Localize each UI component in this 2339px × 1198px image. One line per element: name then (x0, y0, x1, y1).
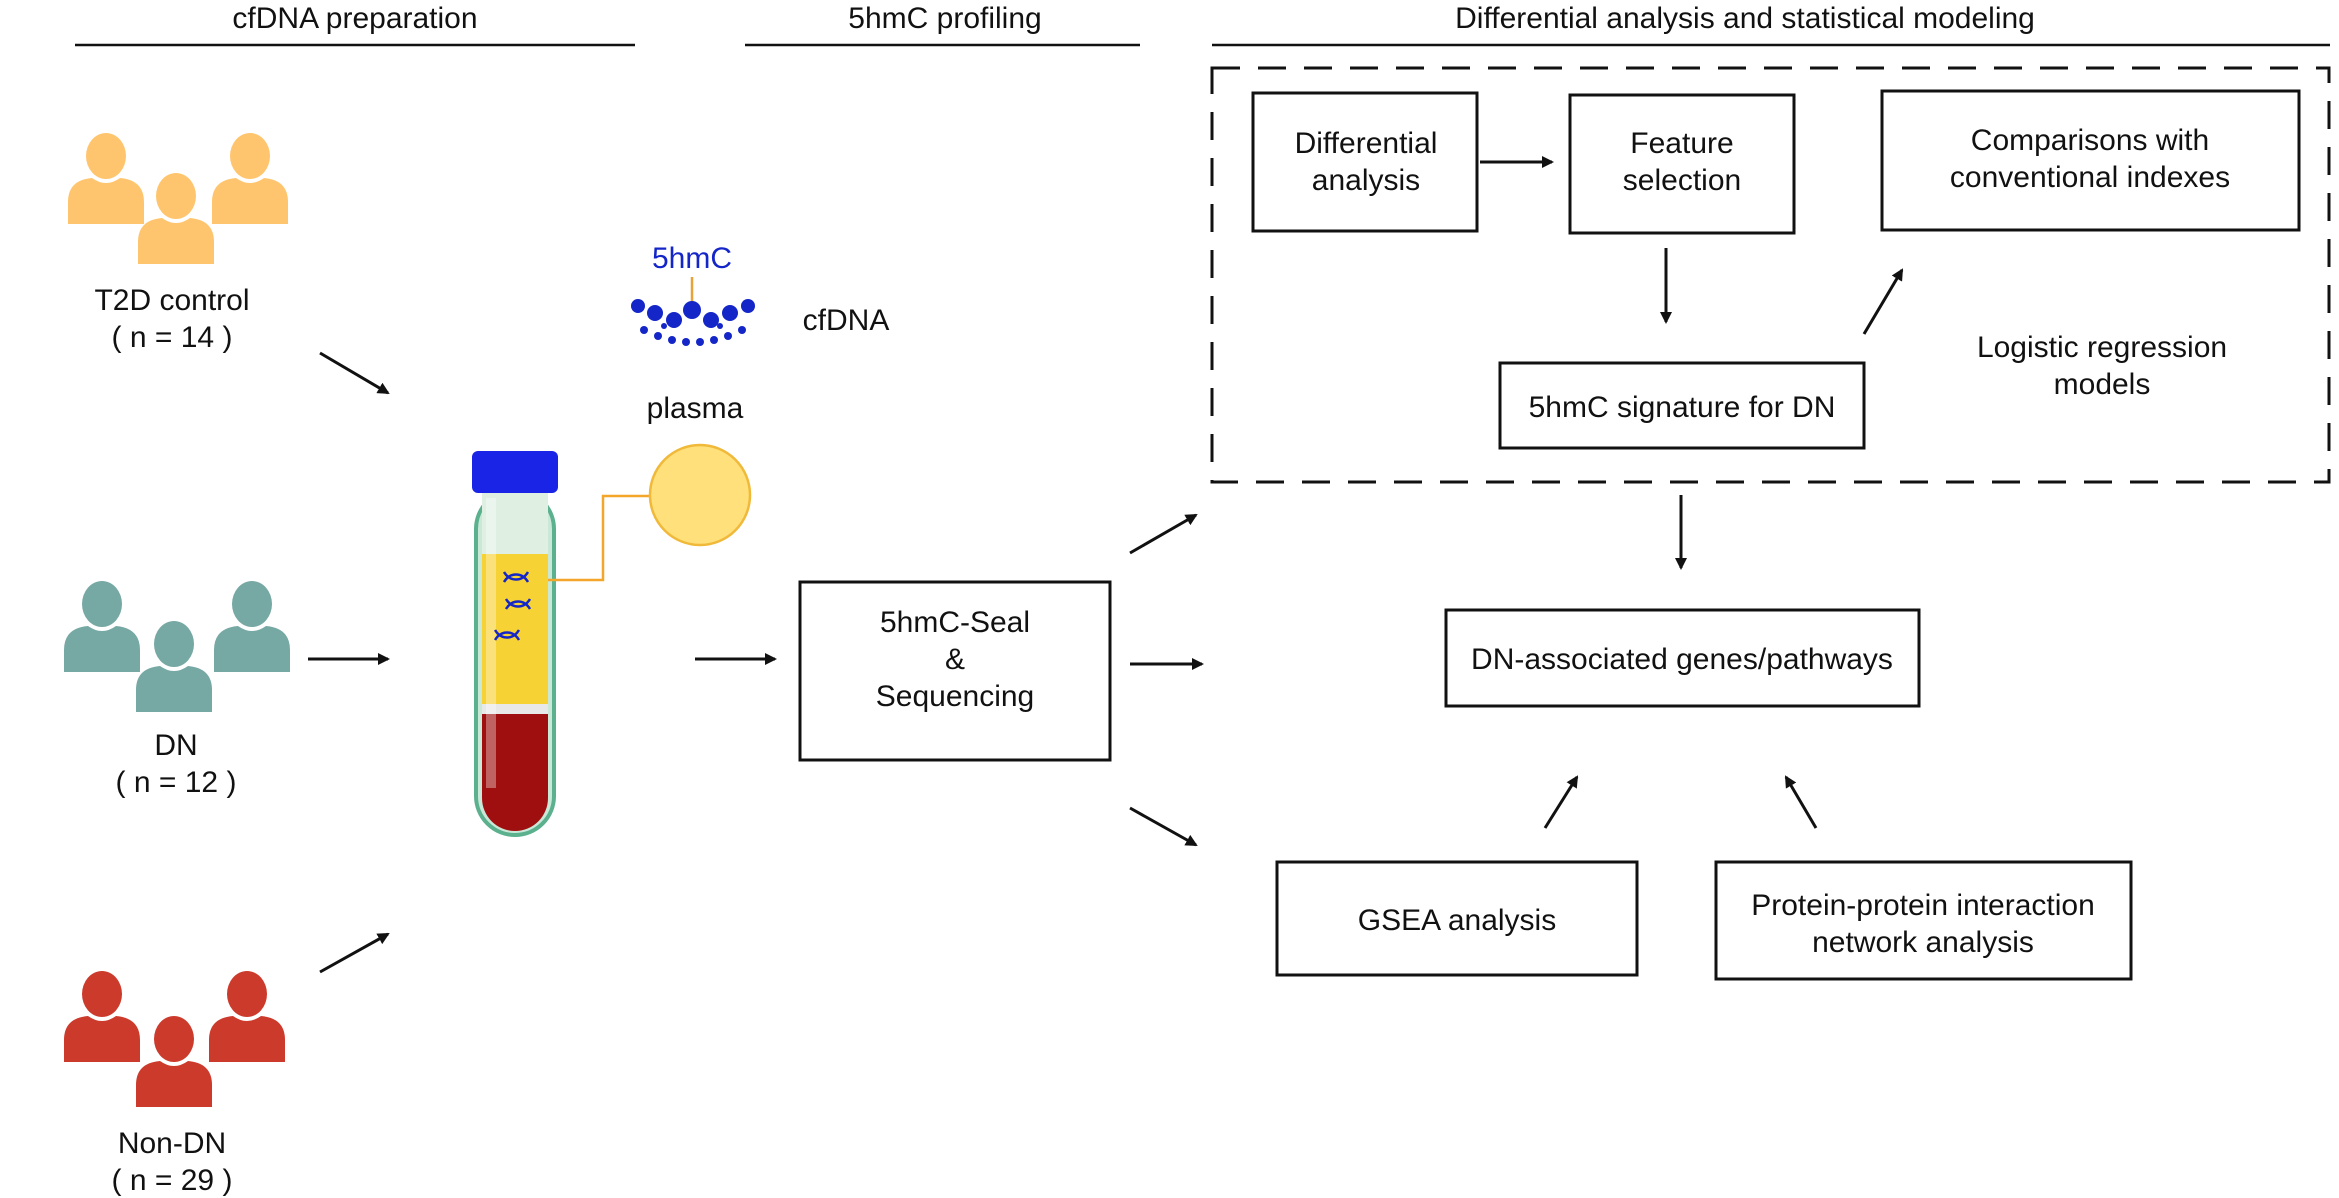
cfdna-label: cfDNA (803, 304, 890, 337)
group-name-dn: DN (154, 729, 197, 762)
plasma-label: plasma (647, 392, 744, 425)
arrow-ppi-to-genes (1784, 775, 1818, 829)
group-count-dn: ( n = 12 ) (116, 766, 237, 799)
blood-layer (482, 714, 548, 831)
people-icon-t2d-control (68, 133, 288, 264)
seal-box-line-1: 5hmC-Seal (880, 606, 1030, 639)
group-name-non-dn: Non-DN (118, 1127, 226, 1160)
arrow-seal-to-enrichment (1129, 806, 1198, 847)
signature-box (1498, 361, 1866, 450)
arrow-signature-to-comparisons (1862, 268, 1904, 335)
header-differential-analysis: Differential analysis and statistical mo… (1455, 2, 2035, 35)
tube-cap (472, 451, 558, 493)
header-cfdna-preparation: cfDNA preparation (232, 2, 477, 35)
ppi-box-line-2: network analysis (1812, 926, 2034, 959)
dna-helix-icons (493, 571, 532, 641)
genes-pathways-label: DN-associated genes/pathways (1471, 643, 1893, 676)
plasma-circle (648, 443, 752, 547)
arrow-nondn-to-tube (319, 932, 390, 974)
statistical-modeling-region (1210, 66, 2331, 484)
group-count-t2d-control: ( n = 14 ) (112, 321, 233, 354)
differential-box-line-2: analysis (1312, 164, 1420, 197)
genes-pathways-box (1444, 608, 1921, 708)
arrow-t2d-to-tube (319, 351, 390, 395)
feature-box-line-1: Feature (1630, 127, 1733, 160)
comparisons-box (1880, 89, 2301, 232)
people-icon-non-dn (64, 971, 285, 1107)
ppi-box-line-1: Protein-protein interaction (1751, 889, 2095, 922)
header-5hmc-profiling: 5hmC profiling (848, 2, 1041, 35)
5hmc-mark-label: 5hmC (652, 242, 732, 275)
arrow-seal-to-modeling (1129, 513, 1198, 555)
feature-box-line-2: selection (1623, 164, 1741, 197)
seal-box-line-2: & (945, 643, 965, 676)
gsea-box (1275, 860, 1639, 977)
differential-box-line-1: Differential (1295, 127, 1438, 160)
feature-selection-box (1568, 93, 1796, 235)
cfdna-dna-icon (631, 299, 755, 346)
signature-box-label: 5hmC signature for DN (1529, 391, 1836, 424)
seal-box-line-3: Sequencing (876, 680, 1034, 713)
arrow-gsea-to-genes (1543, 775, 1579, 829)
seal-sequencing-box (798, 580, 1112, 762)
plasma-connector-line (548, 494, 650, 582)
gsea-label: GSEA analysis (1358, 904, 1556, 937)
comparisons-box-line-2: conventional indexes (1950, 161, 2230, 194)
group-name-t2d-control: T2D control (94, 284, 249, 317)
logistic-label-line-1: Logistic regression (1977, 331, 2227, 364)
differential-analysis-box (1251, 91, 1479, 233)
people-icon-dn (64, 581, 290, 712)
group-count-non-dn: ( n = 29 ) (112, 1164, 233, 1197)
blood-tube (472, 451, 558, 837)
logistic-label-line-2: models (2054, 368, 2151, 401)
comparisons-box-line-1: Comparisons with (1971, 124, 2209, 157)
ppi-box (1714, 860, 2133, 981)
